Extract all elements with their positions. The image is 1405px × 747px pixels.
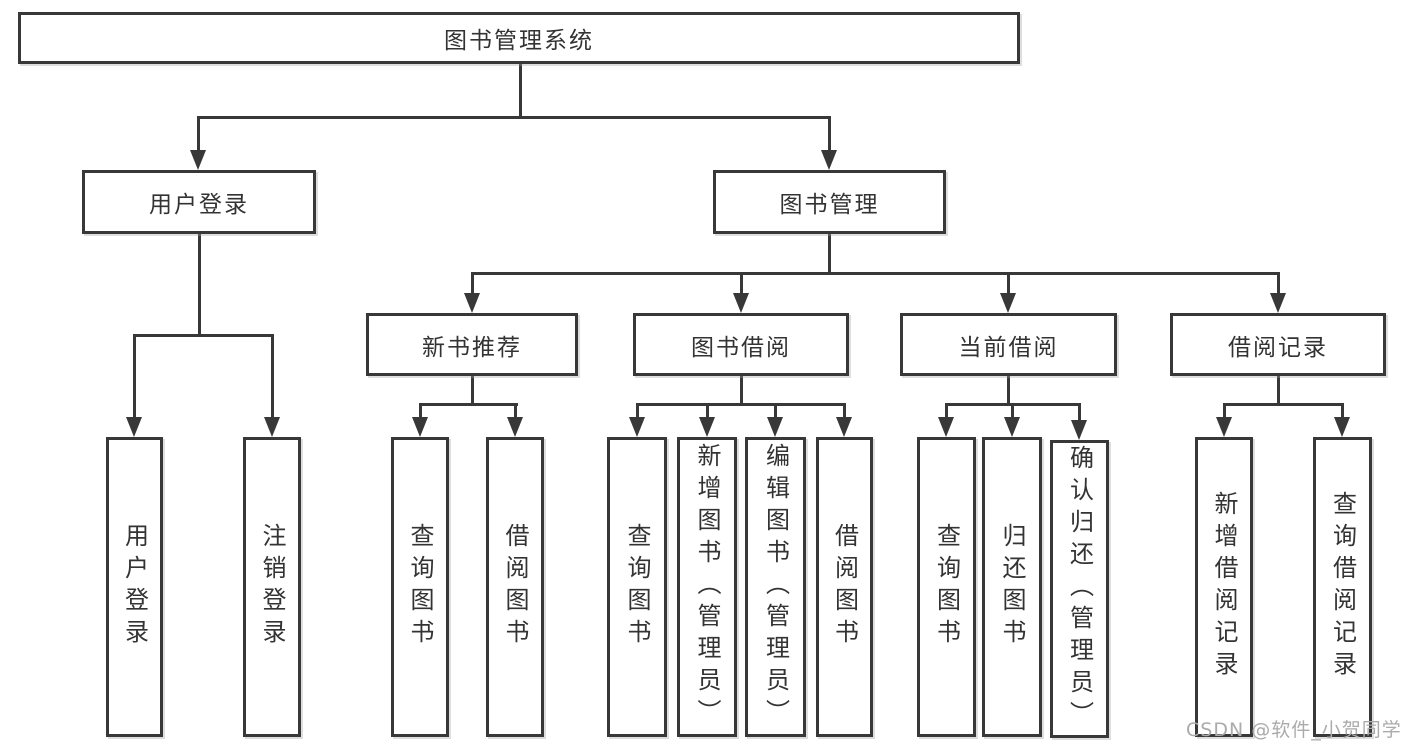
arrowhead-down-icon	[836, 417, 852, 437]
connector-line	[1341, 404, 1344, 419]
node-book-management: 图书管理	[713, 170, 946, 234]
connector-line	[471, 376, 474, 406]
leaf-cb-confirm-return-label: 确认归还（管理员）	[1065, 445, 1094, 733]
connector-line	[1277, 273, 1280, 295]
leaf-nb-query-books: 查询图书	[391, 437, 449, 737]
connector-line	[419, 403, 518, 406]
connector-line	[271, 335, 274, 419]
node-user-login: 用户登录	[82, 170, 316, 234]
connector-line	[828, 117, 831, 153]
leaf-cb-return-books-label: 归还图书	[998, 523, 1026, 651]
leaf-logout-label: 注销登录	[258, 523, 286, 651]
connector-line	[828, 234, 831, 275]
connector-line	[1277, 376, 1280, 406]
arrowhead-down-icon	[190, 150, 206, 170]
node-new-book-recommend: 新书推荐	[366, 313, 578, 376]
arrowhead-down-icon	[412, 417, 428, 437]
node-book-borrow: 图书借阅	[633, 313, 849, 376]
leaf-cb-confirm-return: 确认归还（管理员）	[1050, 440, 1109, 738]
arrowhead-down-icon	[938, 417, 954, 437]
arrowhead-down-icon	[767, 417, 783, 437]
connector-line	[1007, 376, 1010, 406]
connector-line	[740, 376, 743, 406]
connector-line	[471, 273, 474, 295]
connector-line	[519, 64, 522, 119]
leaf-bb-edit-books: 编辑图书（管理员）	[745, 437, 806, 737]
connector-line	[514, 404, 517, 419]
node-borrow-records: 借阅记录	[1170, 313, 1386, 376]
node-root-label: 图书管理系统	[444, 28, 594, 54]
leaf-br-query-record-label: 查询借阅记录	[1328, 491, 1357, 683]
arrowhead-down-icon	[1004, 417, 1020, 437]
leaf-br-query-record: 查询借阅记录	[1313, 437, 1372, 737]
node-current-borrow: 当前借阅	[900, 313, 1117, 376]
connector-line	[636, 404, 639, 419]
node-book-management-label: 图书管理	[779, 192, 880, 218]
leaf-logout: 注销登录	[243, 437, 301, 737]
arrowhead-down-icon	[1334, 417, 1350, 437]
connector-line	[133, 335, 136, 419]
connector-line	[774, 404, 777, 419]
connector-line	[1011, 404, 1014, 419]
leaf-nb-borrow-books-label: 借阅图书	[501, 523, 529, 651]
arrowhead-down-icon	[126, 417, 142, 437]
connector-line	[1078, 404, 1081, 422]
node-book-borrow-label: 图书借阅	[691, 334, 791, 361]
leaf-user-login-label: 用户登录	[120, 523, 149, 651]
leaf-br-add-record: 新增借阅记录	[1195, 437, 1253, 737]
leaf-nb-borrow-books: 借阅图书	[486, 437, 544, 737]
arrowhead-down-icon	[1270, 293, 1286, 313]
connector-line	[740, 273, 743, 295]
connector-line	[843, 404, 846, 419]
arrowhead-down-icon	[733, 293, 749, 313]
leaf-bb-add-books: 新增图书（管理员）	[677, 437, 737, 737]
leaf-bb-edit-books-label: 编辑图书（管理员）	[761, 443, 790, 731]
node-root: 图书管理系统	[18, 12, 1020, 64]
connector-line	[636, 403, 846, 406]
connector-line	[197, 117, 200, 153]
connector-line	[945, 404, 948, 419]
arrowhead-down-icon	[821, 150, 837, 170]
csdn-watermark: CSDN @软件_小贺同学	[1186, 719, 1402, 741]
connector-line	[133, 334, 274, 337]
node-user-login-label: 用户登录	[149, 192, 249, 218]
node-current-borrow-label: 当前借阅	[958, 334, 1059, 361]
connector-line	[471, 272, 1280, 275]
arrowhead-down-icon	[1216, 417, 1232, 437]
arrowhead-down-icon	[464, 293, 480, 313]
arrowhead-down-icon	[1000, 293, 1016, 313]
arrowhead-down-icon	[264, 417, 280, 437]
leaf-bb-add-books-label: 新增图书（管理员）	[693, 443, 721, 731]
leaf-bb-query-books-label: 查询图书	[623, 523, 651, 651]
connector-line	[198, 234, 201, 337]
node-borrow-records-label: 借阅记录	[1228, 334, 1328, 361]
node-new-book-recommend-label: 新书推荐	[422, 334, 522, 361]
leaf-bb-borrow-books: 借阅图书	[816, 437, 873, 737]
leaf-user-login: 用户登录	[106, 437, 163, 737]
arrowhead-down-icon	[629, 417, 645, 437]
connector-line	[1223, 403, 1344, 406]
leaf-cb-query-books-label: 查询图书	[932, 523, 961, 651]
connector-line	[706, 404, 709, 419]
connector-line	[419, 404, 422, 419]
leaf-cb-return-books: 归还图书	[982, 437, 1042, 737]
connector-line	[197, 116, 831, 119]
leaf-cb-query-books: 查询图书	[917, 437, 976, 737]
arrowhead-down-icon	[699, 417, 715, 437]
leaf-nb-query-books-label: 查询图书	[406, 523, 434, 651]
leaf-bb-query-books: 查询图书	[607, 437, 667, 737]
connector-line	[1223, 404, 1226, 419]
leaf-bb-borrow-books-label: 借阅图书	[830, 523, 859, 651]
arrowhead-down-icon	[1071, 420, 1087, 440]
connector-line	[1007, 273, 1010, 295]
arrowhead-down-icon	[507, 417, 523, 437]
leaf-br-add-record-label: 新增借阅记录	[1210, 491, 1238, 683]
